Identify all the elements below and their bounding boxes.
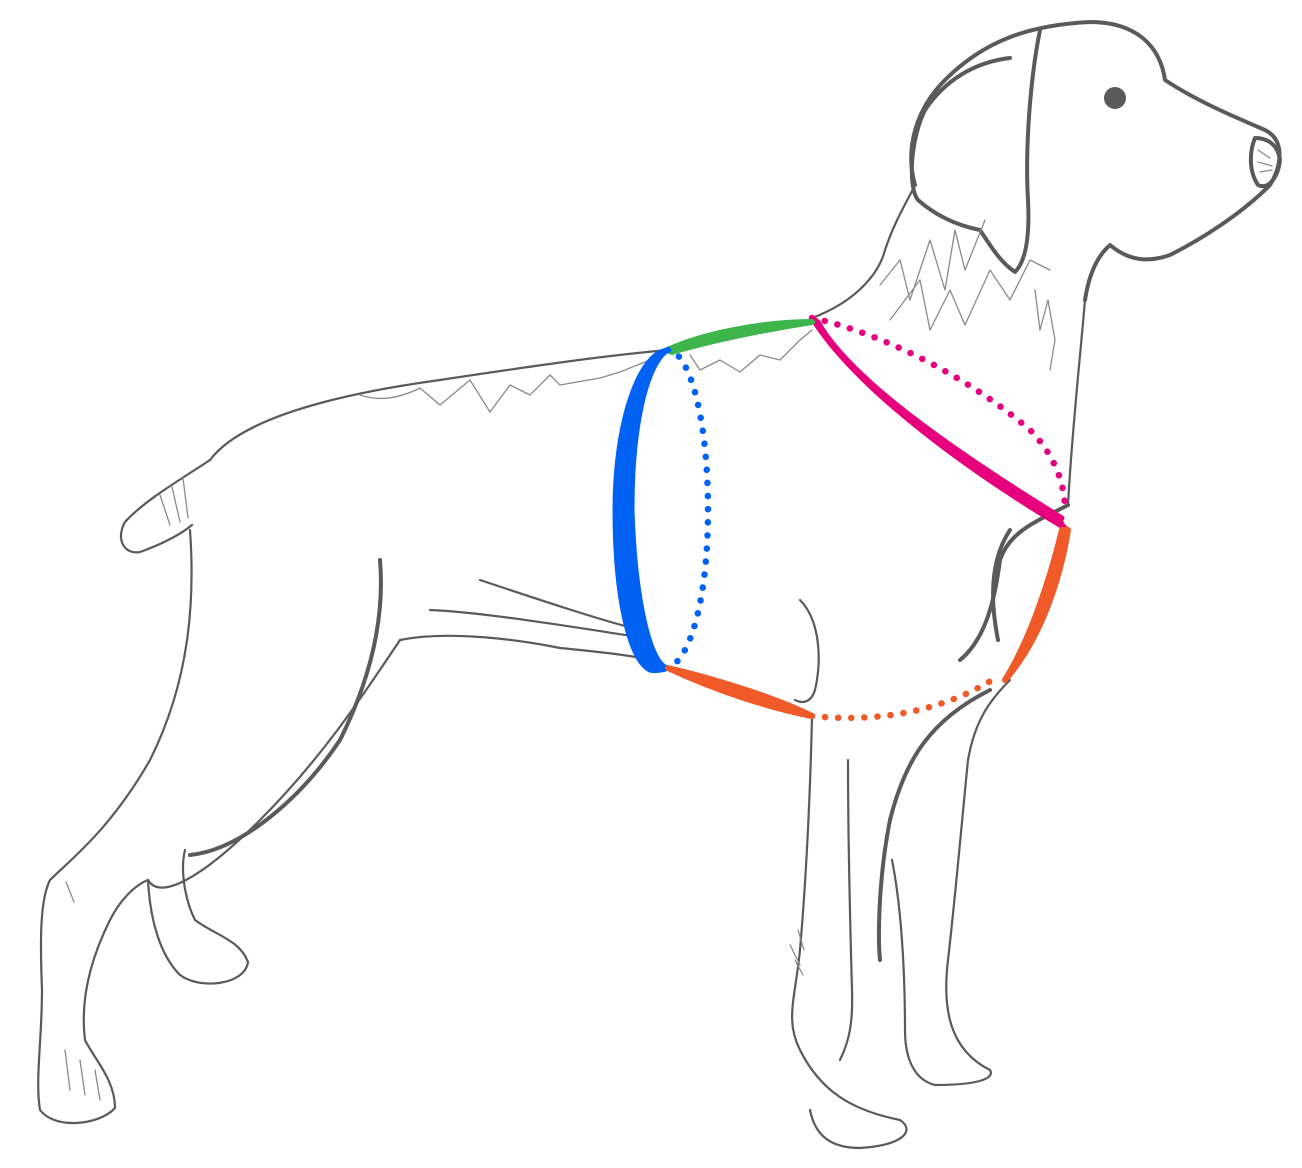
hind-leg-front (146, 638, 402, 889)
hind-near-paw (146, 848, 250, 985)
neck-strap-back (808, 314, 1069, 514)
front-leg-outline (890, 678, 1012, 1087)
front-leg-front-outline (877, 688, 992, 962)
belly-strap-front (665, 665, 815, 719)
hind-leg-thigh (188, 558, 383, 857)
neck-back-line (810, 183, 917, 320)
girth-strap (612, 346, 712, 674)
front-leg-rear-outline (958, 503, 1070, 662)
head-outline (909, 20, 1282, 302)
dog-eye-icon (1104, 87, 1126, 109)
belly-strap-back (808, 671, 1004, 722)
leg-fur (789, 929, 805, 976)
shoulder-curve (991, 528, 1012, 642)
belly-chest-strap (665, 527, 1071, 722)
tail-outline (119, 458, 212, 554)
front-near-leg (791, 716, 908, 1150)
girth-strap-front (612, 347, 671, 674)
hind-paw-toes (64, 881, 101, 1101)
nose-detail (1257, 149, 1273, 173)
neck-strap-front (809, 315, 1071, 533)
neck-fur (689, 219, 1056, 373)
ear-outline (909, 28, 1042, 274)
front-near-leg-back (838, 758, 854, 1062)
elbow-curve (793, 598, 820, 704)
belly-fold (428, 608, 634, 638)
dog-body-outline (37, 20, 1282, 1150)
back-line (208, 348, 670, 462)
tail-fur (159, 477, 189, 526)
neck-strap (808, 314, 1071, 533)
dog-nose-icon (1248, 136, 1282, 189)
girth-strap-back (664, 346, 712, 672)
back-strap (665, 319, 815, 355)
belly-line (398, 634, 652, 662)
throat-line (1066, 298, 1087, 507)
chest-strap-front (1002, 527, 1071, 683)
belly-fold-2 (478, 578, 642, 632)
back-fur (359, 359, 651, 413)
hind-leg-back (37, 528, 193, 1124)
